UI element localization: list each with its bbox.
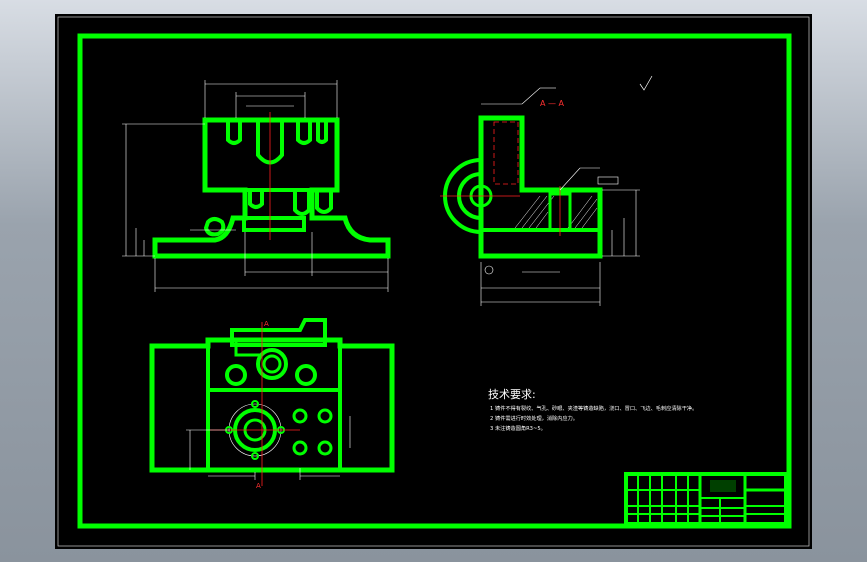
section-view: A — A	[440, 87, 640, 306]
tech-req-item-2: 2 铸件需进行时效处理，消除内应力。	[490, 414, 578, 422]
roughness-symbol	[639, 75, 653, 91]
top-view: A A	[149, 318, 395, 490]
cut-label-top: A	[264, 320, 269, 328]
drawing-sheet	[55, 14, 812, 549]
title-block	[624, 472, 788, 526]
drawing-frame	[77, 33, 792, 529]
technical-requirements: 技术要求: 1 铸件不得有裂纹、气孔、砂眼、夹渣等铸造缺陷，浇口、冒口、飞边、毛…	[488, 388, 697, 432]
cut-label-bottom: A	[256, 482, 261, 490]
tech-req-item-3: 3 未注铸造圆角R3~5。	[490, 424, 546, 432]
front-view	[122, 80, 391, 292]
tech-req-title: 技术要求:	[488, 388, 536, 401]
sheet-border	[57, 16, 810, 547]
section-label: A — A	[540, 99, 565, 108]
tech-req-item-1: 1 铸件不得有裂纹、气孔、砂眼、夹渣等铸造缺陷，浇口、冒口、飞边、毛刺应清除干净…	[490, 404, 697, 412]
